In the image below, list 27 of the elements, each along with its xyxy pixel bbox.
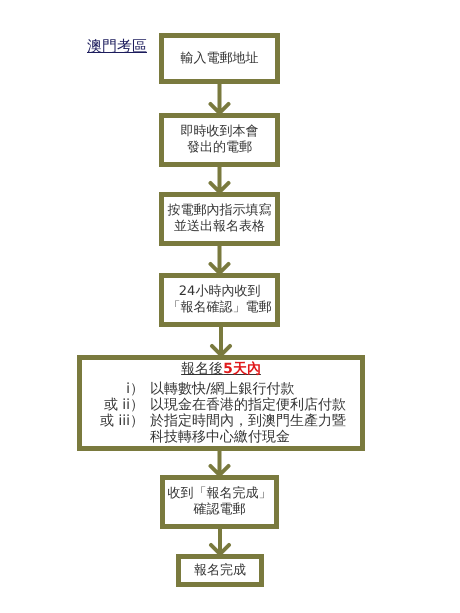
process-box [176, 554, 264, 587]
arrow [209, 529, 231, 556]
step-text: 報名完成 [194, 562, 246, 578]
step-text: 按電郵內指示填寫並送出報名表格 [166, 203, 272, 235]
process-box [159, 273, 280, 327]
arrow [208, 246, 230, 275]
process-box [159, 113, 280, 167]
arrow [210, 327, 232, 357]
process-box [77, 355, 365, 451]
option-marker: 或 iii） [98, 413, 145, 429]
arrow [208, 167, 230, 194]
arrow [208, 451, 230, 477]
step-text: 即時收到本會發出的電郵 [180, 124, 260, 156]
process-box [160, 475, 279, 529]
option-marker: 或 ii） [102, 397, 145, 413]
option-text: 以轉數快/網上銀行付款 [150, 381, 296, 397]
option-text: 於指定時間內，到澳門生產力暨科技轉移中心繳付現金 [150, 413, 347, 445]
option-marker: i） [125, 381, 145, 397]
region-link: 澳門考區 [87, 37, 147, 55]
process-box [159, 192, 280, 246]
arrow [208, 84, 230, 115]
step-text: 收到「報名完成」確認電郵 [166, 486, 272, 518]
option-text: 以現金在香港的指定便利店付款 [150, 397, 347, 413]
deadline-heading: 報名後5天內 [181, 361, 261, 377]
step-text: 24小時內收到「報名確認」電郵 [166, 284, 272, 316]
process-box [159, 33, 280, 84]
step-text: 輸入電郵地址 [180, 50, 258, 66]
